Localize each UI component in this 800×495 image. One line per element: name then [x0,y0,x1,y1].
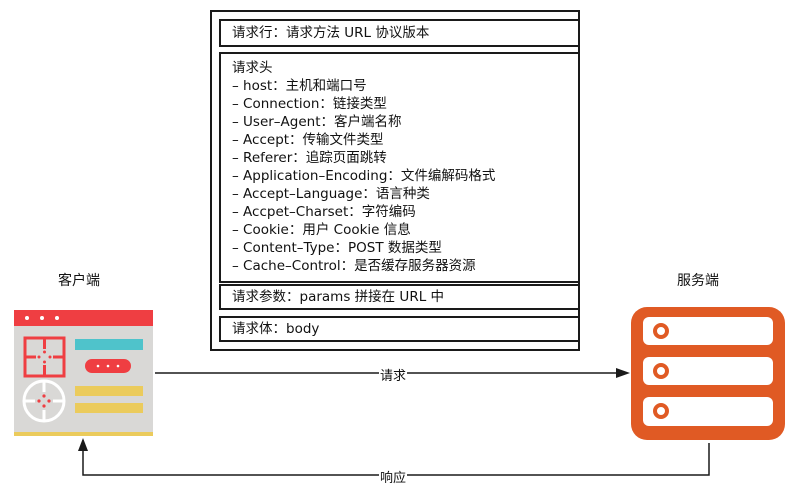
header-item-application-encoding: – Application–Encoding：文件编解码格式 [232,168,496,184]
header-item-host: – host：主机和端口号 [232,78,367,94]
client-label: 客户端 [58,273,100,289]
header-item-content-type: – Content–Type：POST 数据类型 [232,240,442,256]
header-item-accept-language: – Accept–Language：语言种类 [232,186,430,202]
request-params-box: 请求参数：params 拼接在 URL 中 [219,284,580,310]
request-body-text: 请求体：body [232,321,320,337]
header-item-referer: – Referer：追踪页面跳转 [232,150,387,166]
header-item-accept: – Accept：传输文件类型 [232,132,384,148]
request-body-box: 请求体：body [219,316,580,342]
request-line-text: 请求行：请求方法 URL 协议版本 [232,25,430,41]
request-headers-title: 请求头 [232,60,273,76]
request-edge-label: 请求 [379,365,408,384]
request-headers-box: 请求头 – host：主机和端口号 – Connection：链接类型 – Us… [219,52,580,283]
header-item-accept-charset: – Accpet–Charset：字符编码 [232,204,416,220]
header-item-connection: – Connection：链接类型 [232,96,387,112]
header-item-user-agent: – User–Agent：客户端名称 [232,114,402,130]
response-edge-label: 响应 [379,467,408,486]
server-icon [631,307,785,440]
header-item-cookie: – Cookie：用户 Cookie 信息 [232,222,411,238]
client-browser-icon [14,310,153,436]
request-params-text: 请求参数：params 拼接在 URL 中 [232,289,445,305]
request-line-box: 请求行：请求方法 URL 协议版本 [219,19,580,47]
server-label: 服务端 [677,273,719,289]
header-item-cache-control: – Cache–Control：是否缓存服务器资源 [232,258,476,274]
